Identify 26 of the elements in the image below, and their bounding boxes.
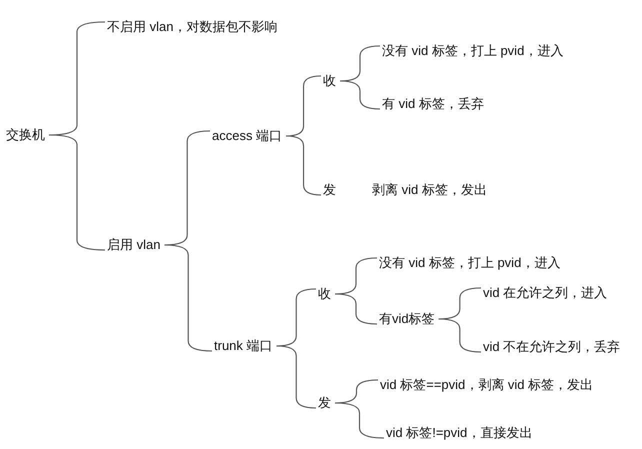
branch-label: 收 <box>318 286 331 302</box>
branch-label: 启用 vlan <box>107 237 160 253</box>
leaf-label: vid 标签!=pvid，直接发出 <box>386 425 532 441</box>
brace-line <box>335 402 384 439</box>
leaf-label: 没有 vid 标签，打上 pvid，进入 <box>382 43 564 59</box>
leaf-label: vid 不在允许之列，丢弃 <box>483 339 620 355</box>
leaf-label: 剥离 vid 标签，发出 <box>372 182 487 198</box>
branch-label: access 端口 <box>212 128 282 144</box>
brace-line <box>340 80 380 110</box>
branch-label: 收 <box>323 73 336 89</box>
branch-label: 发 <box>318 395 331 411</box>
brace-line <box>164 244 212 352</box>
leaf-label: 不启用 vlan，对数据包不影响 <box>107 19 278 35</box>
leaf-label: 没有 vid 标签，打上 pvid，进入 <box>379 255 560 271</box>
leaf-label: 发 <box>323 182 336 198</box>
brace-line <box>438 318 482 353</box>
root-label: 交换机 <box>6 127 45 143</box>
leaf-label: vid 标签==pvid，剥离 vid 标签，发出 <box>380 377 594 393</box>
branch-label: 有vid标签 <box>379 311 435 327</box>
leaf-label: 有 vid 标签，丢弃 <box>382 96 484 112</box>
brace-line <box>49 134 105 251</box>
brace-line <box>276 345 316 409</box>
leaf-label: vid 在允许之列，进入 <box>483 285 608 301</box>
brace-line <box>286 135 322 196</box>
brace-line <box>334 293 378 325</box>
branch-label: trunk 端口 <box>214 338 273 354</box>
